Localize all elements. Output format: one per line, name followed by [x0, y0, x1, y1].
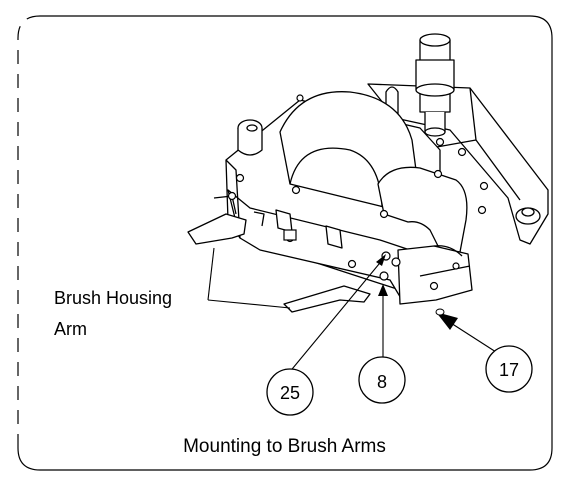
bolt	[347, 259, 357, 269]
bolt	[391, 257, 401, 267]
callout-17-number: 17	[498, 360, 520, 380]
figure-caption: Mounting to Brush Arms	[183, 436, 386, 457]
brush-housing-assembly	[187, 33, 549, 313]
bolt	[235, 173, 245, 183]
bolt	[435, 137, 445, 147]
bolt	[429, 281, 439, 291]
motor-cover	[377, 166, 468, 253]
bolt	[452, 262, 460, 270]
callout-25-number: 25	[279, 383, 301, 403]
bolt-block	[283, 229, 297, 241]
bolt	[291, 185, 301, 195]
callout-8	[358, 284, 406, 404]
fasteners	[227, 94, 489, 291]
bolt	[379, 271, 389, 281]
brush-housing-label: Brush Housing	[54, 288, 173, 308]
bolt	[477, 205, 487, 215]
arm-label: Arm	[54, 319, 87, 339]
bolt	[433, 169, 443, 179]
loop-handle	[385, 86, 399, 116]
bolt	[457, 147, 467, 157]
callout-8-number: 8	[376, 372, 387, 392]
bolt	[296, 94, 304, 102]
bolt	[227, 191, 237, 201]
bolt	[479, 181, 489, 191]
callout-25	[266, 254, 386, 416]
housing-arm-leaders	[207, 247, 291, 309]
figure-frame	[17, 15, 553, 471]
brush-housing-arm-upper	[187, 213, 247, 245]
brush-housing-arm-lower	[283, 285, 371, 313]
bolt	[379, 209, 389, 219]
callout-17	[435, 308, 533, 393]
